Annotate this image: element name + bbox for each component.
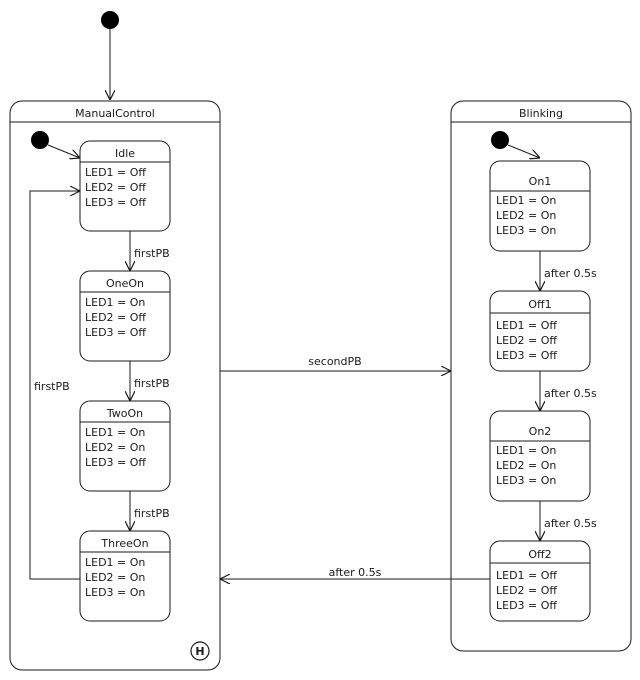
state-on1[interactable]: On1 LED1 = On LED2 = On LED3 = On — [489, 160, 591, 252]
state-off2[interactable]: Off2 LED1 = Off LED2 = Off LED3 = Off — [489, 540, 591, 622]
state-activity: LED1 = On — [85, 296, 145, 309]
composite-state-manualcontrol[interactable]: ManualControl — [9, 100, 221, 671]
state-name: Off2 — [528, 548, 551, 561]
transition-label: after 0.5s — [544, 387, 597, 400]
state-name: Idle — [115, 147, 135, 160]
transition-label: firstPB — [134, 247, 170, 260]
state-activity: LED2 = Off — [85, 311, 146, 324]
transition-label: firstPB — [134, 377, 170, 390]
transition-label: after 0.5s — [544, 267, 597, 280]
transition-label: after 0.5s — [329, 566, 382, 579]
state-activity: LED2 = On — [85, 571, 145, 584]
state-activity: LED1 = On — [496, 194, 556, 207]
state-activity: LED2 = Off — [496, 584, 557, 597]
state-activity: LED1 = On — [85, 426, 145, 439]
state-activity: LED2 = On — [496, 209, 556, 222]
state-activity: LED1 = Off — [496, 569, 557, 582]
state-activity: LED3 = Off — [496, 599, 557, 612]
composite-title-manualcontrol: ManualControl — [75, 107, 155, 120]
state-on2[interactable]: On2 LED1 = On LED2 = On LED3 = On — [489, 410, 591, 502]
state-name: ThreeOn — [100, 537, 148, 550]
state-activity: LED3 = On — [496, 474, 556, 487]
state-activity: LED3 = On — [496, 224, 556, 237]
state-activity: LED3 = Off — [85, 326, 146, 339]
state-activity: LED2 = On — [85, 441, 145, 454]
state-activity: LED2 = Off — [85, 181, 146, 194]
state-name: On1 — [529, 175, 552, 188]
blinking-initial-transition — [507, 144, 540, 158]
state-twoon[interactable]: TwoOn LED1 = On LED2 = On LED3 = Off — [79, 400, 171, 492]
transition-label: secondPB — [308, 355, 361, 368]
initial-node — [101, 11, 119, 29]
transition-threeon-to-idle — [29, 191, 80, 580]
state-name: TwoOn — [106, 407, 143, 420]
history-marker-label: H — [195, 645, 204, 658]
state-activity: LED1 = On — [496, 444, 556, 457]
manual-initial-node — [31, 131, 49, 149]
state-activity: LED2 = On — [496, 459, 556, 472]
state-activity: LED1 = Off — [85, 166, 146, 179]
state-oneon[interactable]: OneOn LED1 = On LED2 = Off LED3 = Off — [79, 270, 171, 362]
state-threeon[interactable]: ThreeOn LED1 = On LED2 = On LED3 = On — [79, 530, 171, 622]
transition-label: firstPB — [34, 380, 70, 393]
state-activity: LED3 = Off — [85, 196, 146, 209]
state-name: On2 — [529, 425, 552, 438]
state-off1[interactable]: Off1 LED1 = Off LED2 = Off LED3 = Off — [489, 290, 591, 372]
state-activity: LED3 = Off — [496, 349, 557, 362]
state-idle[interactable]: Idle LED1 = Off LED2 = Off LED3 = Off — [79, 140, 171, 232]
blinking-initial-node — [491, 131, 509, 149]
state-activity: LED3 = On — [85, 586, 145, 599]
composite-title-blinking: Blinking — [519, 107, 563, 120]
state-activity: LED2 = Off — [496, 334, 557, 347]
manual-initial-transition — [47, 144, 80, 158]
state-activity: LED1 = On — [85, 556, 145, 569]
state-name: Off1 — [528, 298, 551, 311]
history-pseudostate: H — [190, 641, 210, 661]
state-activity: LED3 = Off — [85, 456, 146, 469]
transition-label: firstPB — [134, 507, 170, 520]
transition-label: after 0.5s — [544, 517, 597, 530]
state-name: OneOn — [106, 277, 144, 290]
state-activity: LED1 = Off — [496, 319, 557, 332]
